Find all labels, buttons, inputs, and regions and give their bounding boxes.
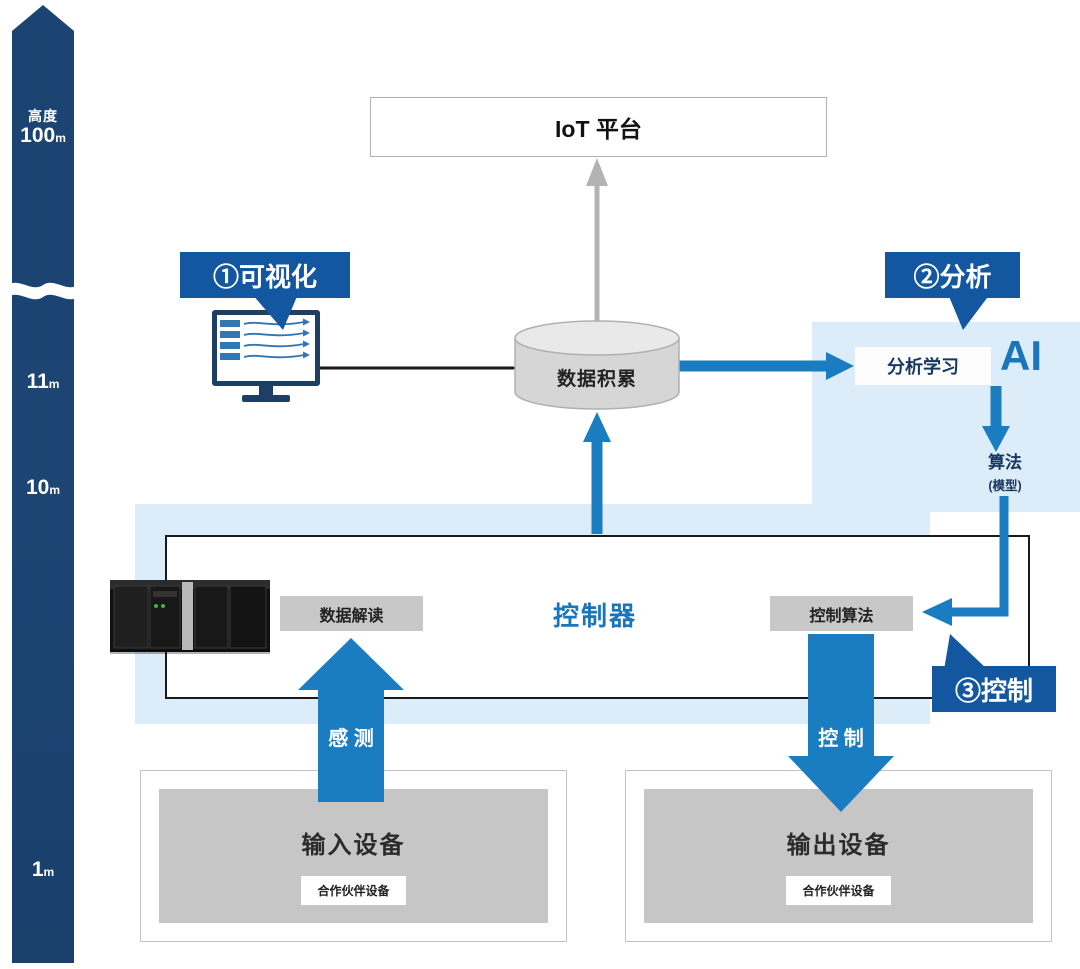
plc-controller-illustration xyxy=(110,580,270,654)
analysis-learning-box: 分析学习 xyxy=(855,347,991,385)
callout-visualization: ①可视化 xyxy=(180,252,350,298)
scale-mark-1m: 1m xyxy=(12,858,74,882)
datastore-cylinder xyxy=(514,320,680,410)
plc-display xyxy=(153,591,177,597)
plc-module-1 xyxy=(113,585,149,649)
input-device-outer-box: 输入设备 合作伙伴设备 xyxy=(140,770,567,942)
algorithm-label: 算法 (模型) xyxy=(960,448,1050,494)
scale-mark-1m-unit: m xyxy=(43,865,55,879)
ai-label: AI xyxy=(1000,332,1042,379)
output-device-inner-box: 输出设备 合作伙伴设备 xyxy=(644,789,1033,923)
output-device-outer-box: 输出设备 合作伙伴设备 xyxy=(625,770,1052,942)
callout-analysis: ②分析 xyxy=(885,252,1020,298)
monitor-illustration xyxy=(212,310,320,402)
monitor-base xyxy=(242,395,290,402)
plc-silver-strip xyxy=(182,582,193,650)
plc-led-1 xyxy=(154,604,158,608)
controller-title: 控制器 xyxy=(552,601,637,631)
iot-platform-box: IoT 平台 xyxy=(370,97,827,157)
input-device-partner-label: 合作伙伴设备 xyxy=(301,876,406,905)
scale-title: 高度 xyxy=(28,108,58,124)
callout-control: ③控制 xyxy=(932,666,1056,712)
height-scale-bar xyxy=(12,5,74,963)
control-algorithm-box: 控制算法 xyxy=(770,596,913,631)
sensing-flow-label: 感 测 xyxy=(328,728,374,750)
scale-mark-11m: 11m xyxy=(12,370,74,394)
algorithm-title: 算法 xyxy=(988,453,1022,472)
gray-arrow-datastore-to-iot xyxy=(586,158,608,334)
scale-mark-10m: 10m xyxy=(12,476,74,500)
datastore-label: 数据积累 xyxy=(556,369,637,390)
scale-mark-100m: 100m xyxy=(12,124,74,148)
input-device-inner-box: 输入设备 合作伙伴设备 xyxy=(159,789,548,923)
plc-module-3 xyxy=(194,585,229,649)
output-device-partner-label: 合作伙伴设备 xyxy=(786,876,891,905)
monitor-line-arrowheads xyxy=(303,318,310,359)
monitor-stand xyxy=(259,386,273,395)
plc-module-4 xyxy=(229,585,267,649)
data-interpretation-box: 数据解读 xyxy=(280,596,423,631)
scale-mark-1m-value: 1 xyxy=(31,858,44,881)
scale-mark-11m-unit: m xyxy=(48,377,60,391)
cylinder-top xyxy=(514,320,680,356)
algorithm-subtitle: (模型) xyxy=(988,479,1022,493)
cylinder-body xyxy=(514,338,680,410)
input-device-title: 输入设备 xyxy=(301,832,406,859)
output-device-title: 输出设备 xyxy=(786,832,891,859)
plc-led-2 xyxy=(161,604,165,608)
scale-mark-10m-unit: m xyxy=(49,483,61,497)
plc-shadow xyxy=(110,650,270,654)
scale-mark-100m-unit: m xyxy=(55,131,66,145)
scale-mark-10m-value: 10 xyxy=(25,476,50,499)
control-flow-label: 控 制 xyxy=(818,728,864,750)
scale-break-wave xyxy=(8,282,78,300)
scale-mark-100m-value: 100 xyxy=(20,124,56,147)
monitor-menu-bars xyxy=(220,320,240,360)
scale-mark-11m-value: 11 xyxy=(26,370,49,393)
